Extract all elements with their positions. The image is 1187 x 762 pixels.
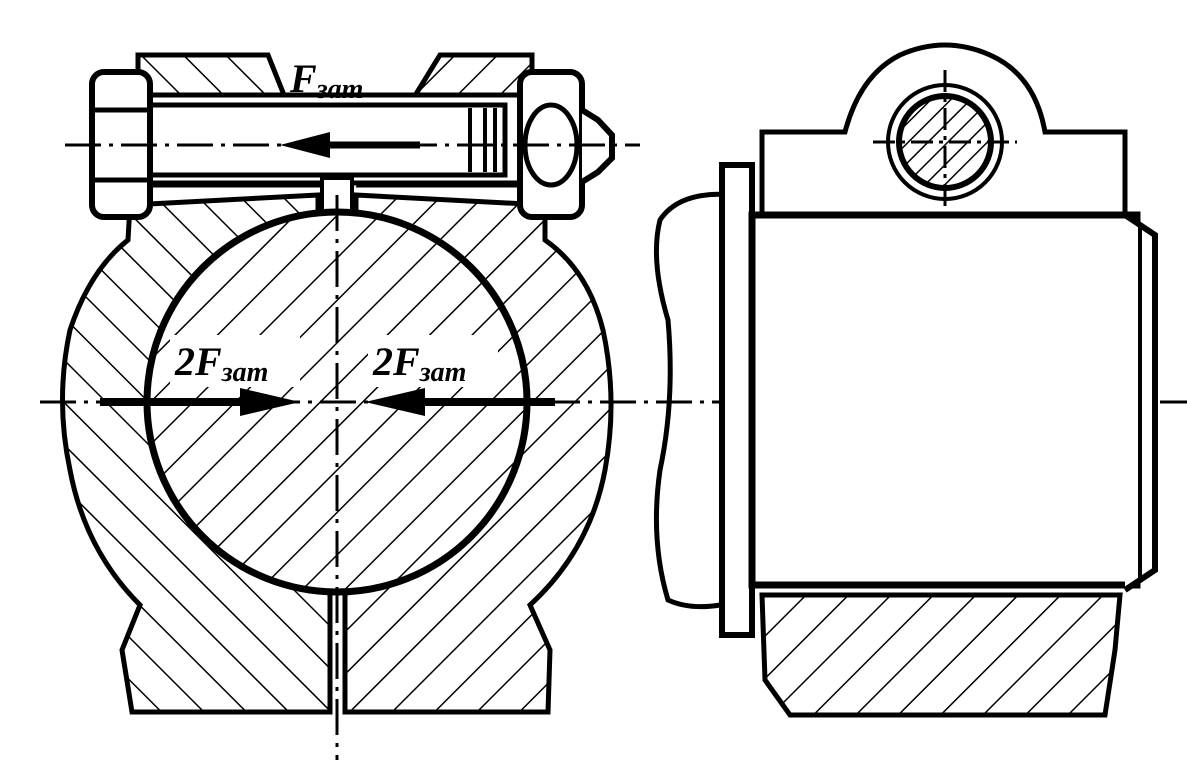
shaft-collar [719,162,755,638]
right-force-label: 2Fзат [372,339,466,388]
bolt-force-arrow [280,132,420,158]
right-side-view [653,42,1158,718]
right-force-arrow [365,388,555,416]
shaft-break-edge [653,191,736,610]
bolt-cross-section [873,70,1017,215]
left-force-arrow [100,388,300,416]
left-section-view: Fзат 2Fзат 2Fзат [40,52,1187,760]
bolt-force-label: Fзат [289,56,363,105]
shaft-body [748,211,1141,589]
left-force-label: 2Fзат [174,339,268,388]
clamp-lower-section [759,592,1123,718]
